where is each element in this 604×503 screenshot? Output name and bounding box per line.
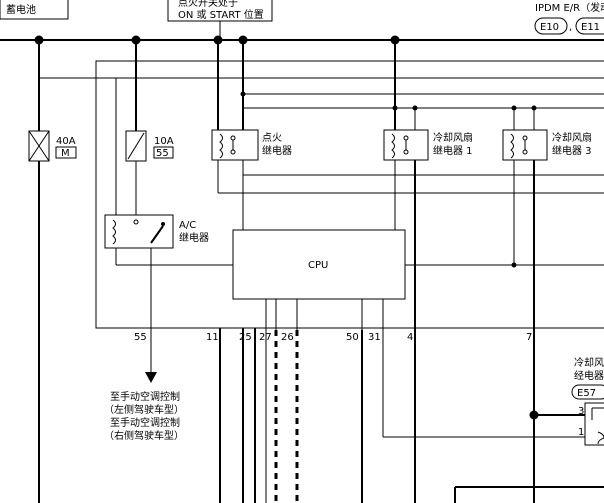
pin-26: 26 — [281, 332, 294, 343]
cpu-label: CPU — [308, 260, 328, 271]
ipdm-label: IPDM E/R（发动 — [535, 1, 604, 14]
pin-31: 31 — [368, 332, 381, 343]
connector-e11 — [575, 17, 604, 35]
coil-icon — [597, 431, 604, 445]
battery-box — [0, 0, 69, 20]
fuse-10a-amp: 10A — [154, 136, 174, 147]
ac-relay — [104, 214, 174, 249]
ipdm-box — [95, 60, 604, 329]
ac-relay-label-1: A/C — [179, 220, 196, 231]
pin-11: 11 — [206, 332, 219, 343]
pin-55: 55 — [134, 332, 147, 343]
ignition-relay — [211, 129, 259, 161]
destination-label-2: （左侧驾驶车型） — [104, 403, 184, 416]
fuse-10a-code: 55 — [156, 148, 169, 159]
pin-27: 27 — [259, 332, 272, 343]
connector-e10 — [534, 17, 568, 35]
right-relay-label-2: 经电器 — [574, 369, 604, 382]
coil-icon — [391, 133, 395, 159]
ignition-switch-label-1: 点火开关处于 — [178, 0, 238, 9]
connector-e10-label: E10 — [540, 22, 559, 33]
fan-relay-3-label-1: 冷却风扇 — [552, 131, 592, 144]
ac-relay-label-2: 继电器 — [179, 231, 209, 244]
pin-7: 7 — [526, 332, 532, 343]
svg-text:,: , — [569, 22, 572, 33]
connector-e57-label: E57 — [577, 388, 596, 399]
cpu-box — [232, 229, 406, 300]
fan-relay-1-label-2: 继电器 1 — [433, 144, 473, 157]
fan-relay-1-label-1: 冷却风扇 — [433, 131, 473, 144]
ignition-switch-label-2: ON 或 START 位置 — [178, 8, 264, 21]
coil-icon — [112, 219, 116, 245]
junction-dot — [529, 410, 539, 420]
fuse-40a-amp: 40A — [56, 136, 76, 147]
pin-50: 50 — [346, 332, 359, 343]
connector-e57 — [571, 384, 604, 400]
coil-icon — [510, 133, 514, 159]
right-relay-label-1: 冷却风 — [574, 356, 604, 369]
right-relay-pin-3: 3 — [578, 406, 584, 417]
destination-label-4: （右侧驾驶车型） — [104, 429, 184, 442]
right-relay-pin-1: 1 — [578, 427, 584, 438]
fan-relay-3 — [502, 129, 548, 161]
coil-icon — [219, 133, 223, 159]
pin-4: 4 — [407, 332, 413, 343]
arrow-down-icon — [145, 372, 157, 383]
connector-e11-label: E11 — [581, 22, 600, 33]
destination-label-3: 至手动空调控制 — [110, 416, 180, 429]
ignition-relay-label-2: 继电器 — [262, 144, 292, 157]
right-relay — [584, 402, 604, 446]
fan-relay-3-label-2: 继电器 3 — [552, 144, 592, 157]
destination-label-1: 至手动空调控制 — [110, 390, 180, 403]
fuse-40a-code: M — [61, 148, 70, 159]
battery-label: 蓄电池 — [6, 3, 36, 16]
ignition-relay-label-1: 点火 — [262, 132, 282, 144]
pin-25: 25 — [239, 332, 252, 343]
